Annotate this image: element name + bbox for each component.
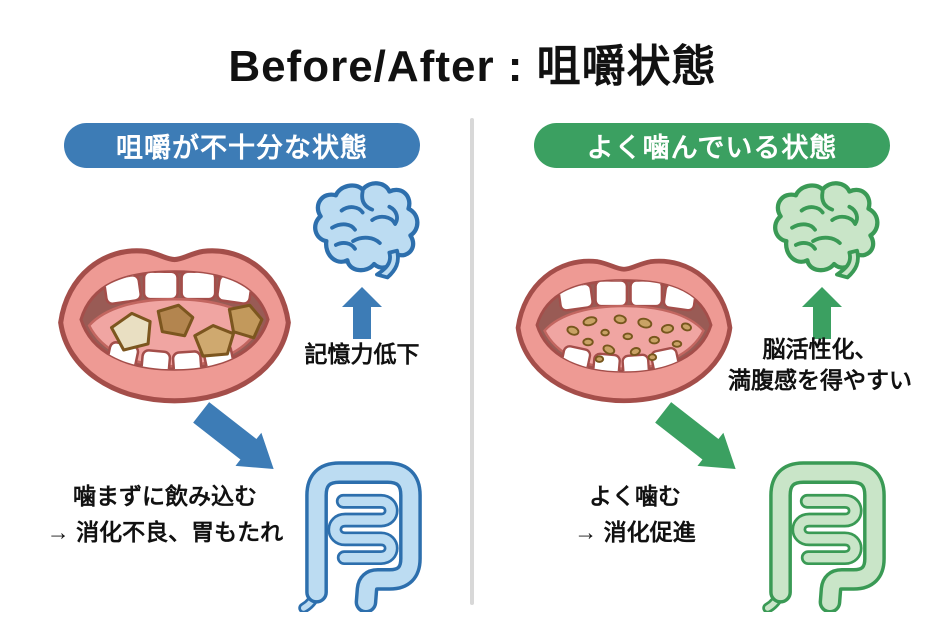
- page-title: Before/After : 咀嚼状態: [228, 42, 717, 91]
- up-arrow-icon: [802, 287, 842, 339]
- swallow-without-chewing-label: 噛まずに飲み込む → 消化不良、胃もたれ: [35, 478, 295, 550]
- memory-decline-label: 記憶力低下: [304, 341, 420, 367]
- right-bottom-line2: → 消化促進: [574, 519, 696, 545]
- right-bottom-line1: よく噛む: [589, 483, 681, 509]
- open-mouth-chewed-food-icon: [515, 258, 733, 404]
- chewed-food-bits: [566, 314, 692, 363]
- left-bottom-line2: → 消化不良、胃もたれ: [46, 519, 284, 545]
- diagonal-arrow-icon: [655, 402, 736, 470]
- right-brain-line1: 脳活性化、: [762, 336, 878, 362]
- center-divider: [470, 118, 474, 605]
- intestine-icon: [762, 461, 886, 612]
- left-bottom-line1: 噛まずに飲み込む: [73, 483, 257, 509]
- chew-well-label: よく噛む → 消化促進: [545, 478, 725, 550]
- intestine-icon: [298, 461, 422, 612]
- left-header-label: 咀嚼が不十分な状態: [116, 133, 368, 163]
- right-brain-line2: 満腹感を得やすい: [728, 367, 912, 393]
- brain-icon: [313, 181, 420, 280]
- large-food-chunks: [109, 303, 264, 358]
- brain-activation-label: 脳活性化、 満腹感を得やすい: [705, 334, 935, 396]
- right-header-label: よく噛んでいる状態: [586, 133, 838, 163]
- diagonal-arrow-icon: [193, 402, 274, 470]
- up-arrow-icon: [342, 287, 382, 339]
- left-header-badge: 咀嚼が不十分な状態: [64, 123, 420, 168]
- open-mouth-large-food-icon: [58, 248, 291, 404]
- brain-icon: [773, 181, 880, 280]
- right-header-badge: よく噛んでいる状態: [534, 123, 890, 168]
